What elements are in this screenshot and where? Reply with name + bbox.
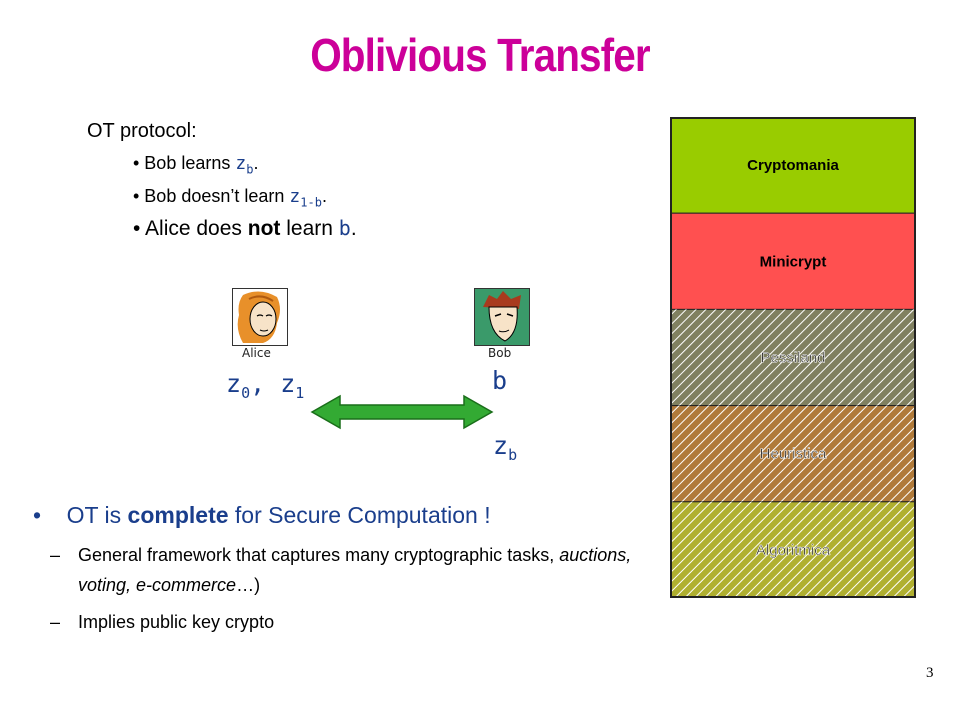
world-label: Cryptomania [747,157,839,174]
world-label: Pessiland [760,350,825,367]
bob-label: Bob [488,346,512,360]
world-heuristica: Heuristica [670,405,916,503]
bob-output: zb [493,431,518,464]
alice-inputs: z0, z1 [226,369,305,402]
sub-point-framework: –General framework that captures many cr… [50,545,632,595]
bob-avatar [474,288,530,346]
world-minicrypt: Minicrypt [670,212,916,310]
world-cryptomania: Cryptomania [670,117,916,214]
bob-input: b [492,366,508,395]
protocol-bullet-bob-doesnt-learn: • Bob doesn’t learn z1-b. [133,186,327,210]
alice-label: Alice [242,346,271,360]
world-label: Algoritmica [756,542,831,559]
world-label: Minicrypt [760,253,827,270]
slide-title: Oblivious Transfer [310,29,650,81]
world-algoritmica: Algoritmica [670,501,916,598]
main-point: • OT is complete for Secure Computation … [33,502,491,528]
world-label: Heuristica [760,446,827,463]
impagliazzo-worlds-stack: CryptomaniaMinicryptPessilandHeuristicaA… [670,117,916,598]
page-number: 3 [926,665,934,681]
protocol-bullet-alice-not-learn: • Alice does not learn b. [133,216,357,240]
protocol-bullet-bob-learns: • Bob learns zb. [133,153,259,177]
world-pessiland: Pessiland [670,308,916,407]
sub-point-public-key: –Implies public key crypto [50,612,275,632]
ot-protocol-heading: OT protocol: [87,120,197,142]
double-arrow-icon [310,394,494,430]
alice-avatar [232,288,288,346]
